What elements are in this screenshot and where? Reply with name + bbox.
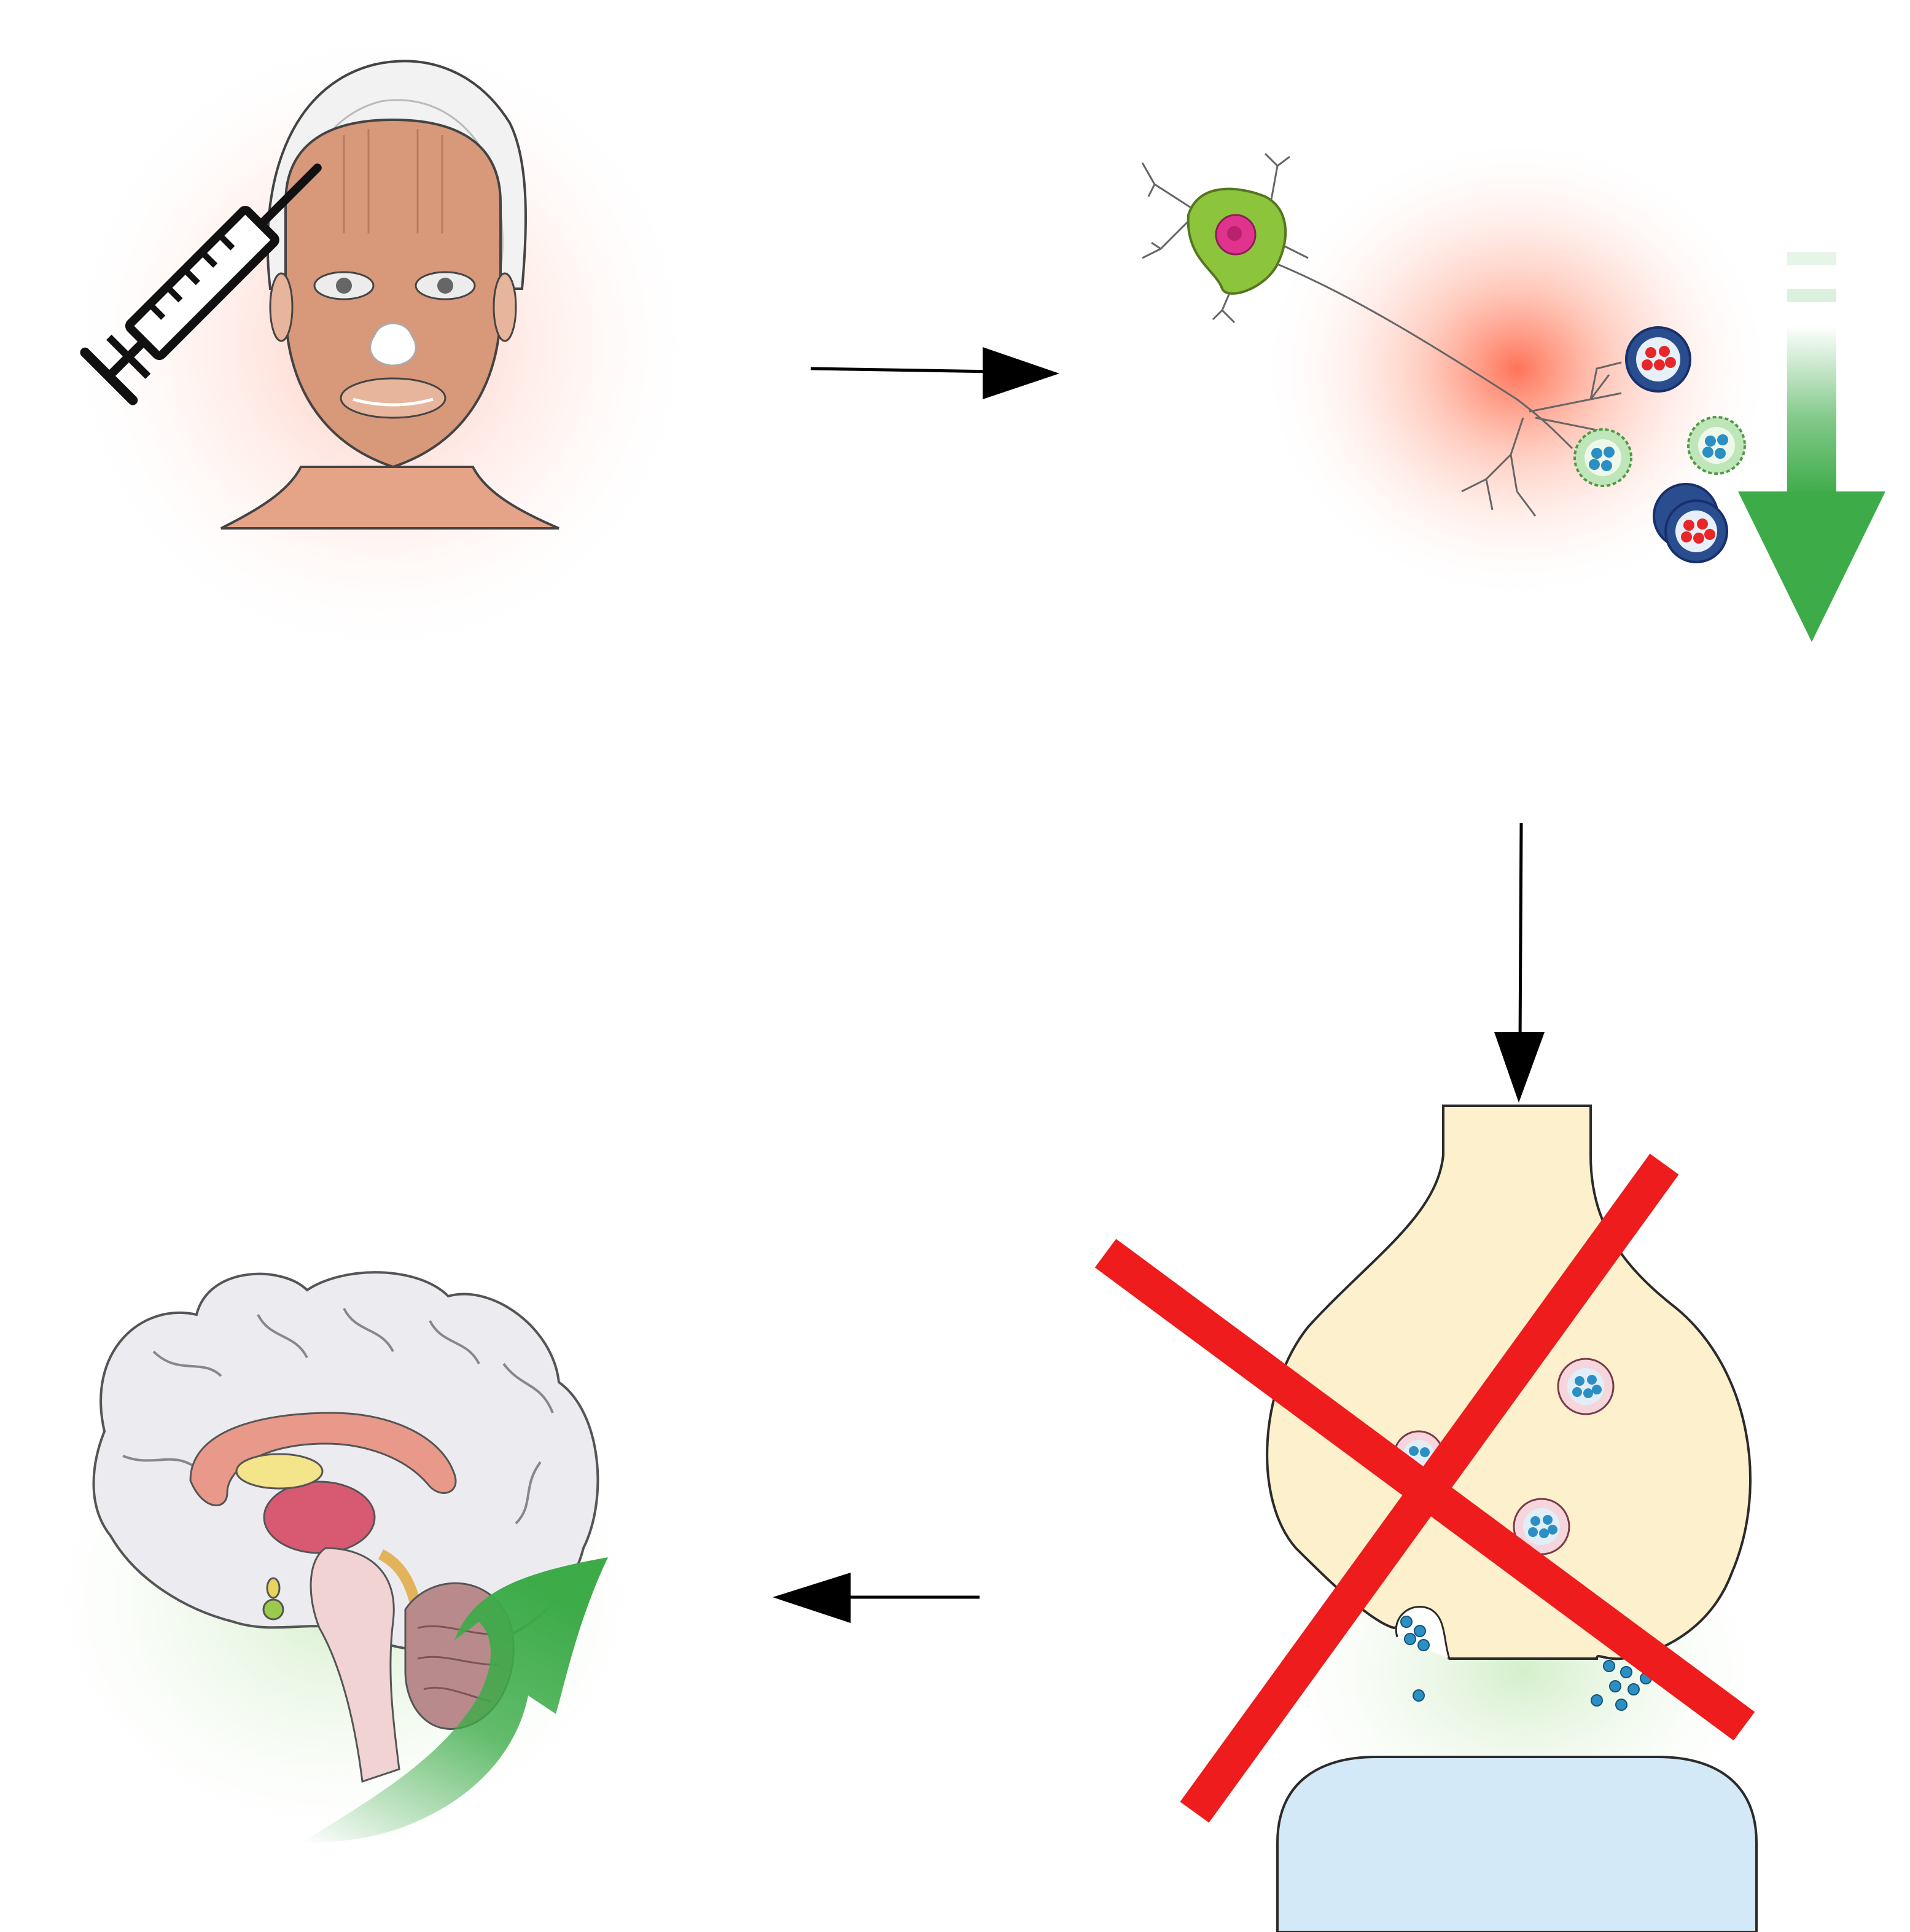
neuron-icon [1141,152,1622,517]
flow-arrow-right [810,347,1059,399]
neurotransmitter-icon [1400,1616,1652,1711]
flow-arrow-left [773,1573,980,1623]
vesicle-green-icon [1687,416,1746,475]
synapse-panel [1094,1105,1781,1932]
brain-panel [25,1271,663,1855]
flow-arrow-down [1494,823,1545,1103]
face-injection-panel [61,25,700,663]
synapse-icon [1266,1105,1758,1932]
increase-arrow-icon [301,1557,608,1843]
block-cross-icon [1094,1153,1755,1823]
vesicle-red-icon [1653,483,1728,563]
neuron-glow [1259,135,1775,602]
vesicle-green-icon [1573,428,1632,487]
vesicle-red-icon [1625,326,1691,393]
brain-icon [92,1271,599,1783]
neuron-panel [1141,135,1885,642]
synaptic-vesicle-icon [1557,1358,1615,1415]
syringe-icon [80,163,322,405]
face-icon [220,60,559,530]
decrease-arrow-icon [1738,252,1885,642]
